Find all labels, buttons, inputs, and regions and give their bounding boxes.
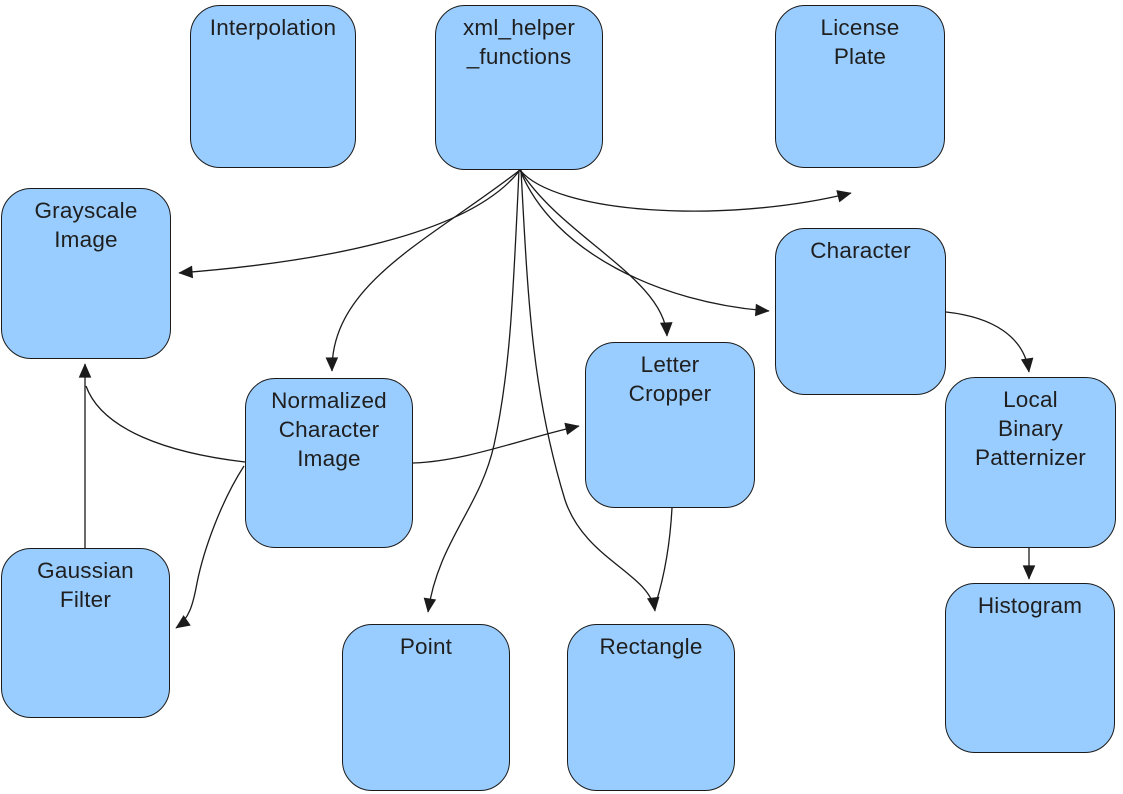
node-histogram-label: Histogram <box>977 593 1083 618</box>
edge-xml-helper-functions-to-point <box>423 169 520 613</box>
node-letter-cropper-label: Letter Cropper <box>628 352 712 406</box>
edge-letter-cropper-to-rectangle <box>655 507 673 604</box>
node-interpolation-label: Interpolation <box>209 15 337 40</box>
node-point[interactable]: Point <box>342 624 510 791</box>
node-normalized-character-image[interactable]: Normalized Character Image <box>245 378 413 548</box>
edge-character-to-local-binary-patternizer <box>945 311 1034 373</box>
node-character-label: Character <box>810 238 911 263</box>
node-rectangle[interactable]: Rectangle <box>567 624 735 791</box>
node-point-label: Point <box>399 634 453 659</box>
node-interpolation[interactable]: Interpolation <box>190 5 356 168</box>
node-xml-helper-functions[interactable]: xml_helper _functions <box>435 5 603 170</box>
edge-xml-helper-functions-to-grayscale-image <box>178 169 521 279</box>
edge-normalized-character-image-to-letter-cropper <box>412 422 580 464</box>
edge-xml-helper-functions-to-license-plate <box>519 169 852 212</box>
node-grayscale-image[interactable]: Grayscale Image <box>1 188 171 359</box>
node-histogram[interactable]: Histogram <box>945 583 1115 753</box>
node-license-plate[interactable]: License Plate <box>775 5 945 168</box>
node-letter-cropper[interactable]: Letter Cropper <box>585 342 755 508</box>
node-gaussian-filter[interactable]: Gaussian Filter <box>1 548 170 718</box>
node-normalized-character-image-label: Normalized Character Image <box>271 388 387 471</box>
edge-normalized-character-image-to-gaussian-filter <box>175 465 245 629</box>
node-rectangle-label: Rectangle <box>599 634 703 659</box>
edge-xml-helper-functions-to-letter-cropper <box>519 169 673 337</box>
edge-normalized-character-image-to-grayscale-image <box>85 385 246 463</box>
node-license-plate-label: License Plate <box>820 15 900 69</box>
node-local-binary-patternizer-label: Local Binary Patternizer <box>975 387 1086 470</box>
node-gaussian-filter-label: Gaussian Filter <box>37 558 134 612</box>
edge-xml-helper-functions-to-character <box>519 169 770 317</box>
edge-xml-helper-functions-to-normalized-character-image <box>325 169 521 372</box>
node-xml-helper-functions-label: xml_helper _functions <box>462 15 576 69</box>
node-character[interactable]: Character <box>775 228 946 395</box>
node-local-binary-patternizer[interactable]: Local Binary Patternizer <box>945 377 1116 548</box>
node-grayscale-image-label: Grayscale Image <box>34 198 138 252</box>
